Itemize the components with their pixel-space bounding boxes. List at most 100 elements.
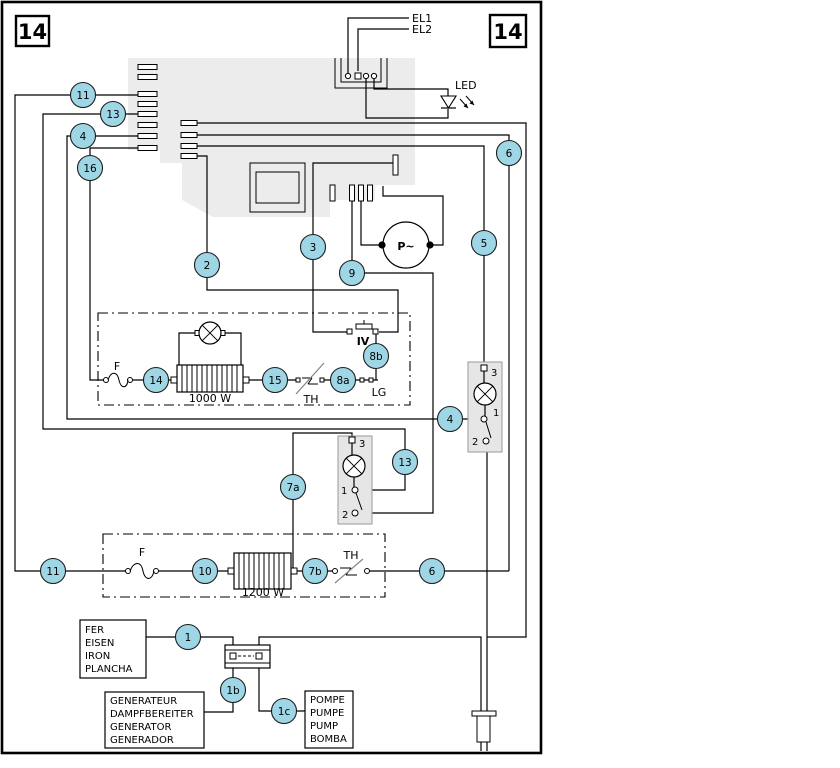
svg-text:7b: 7b bbox=[308, 566, 322, 578]
svg-text:16: 16 bbox=[83, 163, 97, 175]
boiler-switch: 3 1 2 bbox=[337, 435, 373, 525]
boiler-switch-terminal-3 bbox=[348, 436, 356, 444]
svg-text:6: 6 bbox=[429, 566, 436, 578]
boiler-lamp bbox=[194, 321, 226, 345]
pump-terminal-left bbox=[378, 241, 386, 249]
main-switch-label-2: 2 bbox=[472, 437, 478, 448]
generator-label-line4: GENERADOR bbox=[110, 735, 174, 746]
pcb-board bbox=[128, 58, 415, 217]
svg-text:2: 2 bbox=[204, 260, 211, 272]
svg-text:3: 3 bbox=[310, 242, 317, 254]
iron-label-line1: FER bbox=[85, 625, 104, 636]
el2-label: EL2 bbox=[412, 23, 432, 36]
mains-cable bbox=[471, 710, 497, 743]
ref-badge-9: 9 bbox=[338, 259, 366, 287]
svg-text:1c: 1c bbox=[278, 706, 291, 718]
el-connector bbox=[334, 58, 388, 89]
thermostat-upper-label: TH bbox=[303, 393, 319, 406]
heater-1000w-label: 1000 W bbox=[189, 392, 231, 405]
ref-badge-15: 15 bbox=[261, 366, 289, 394]
ref-badge-7a: 7a bbox=[279, 473, 307, 501]
fuse-upper-label: F bbox=[114, 360, 120, 373]
el1-label: EL1 bbox=[412, 12, 432, 25]
boiler-switch-label-2: 2 bbox=[342, 510, 348, 521]
ref-badge-11-bottom: 11 bbox=[39, 557, 67, 585]
pcb-relay bbox=[249, 162, 306, 213]
ref-badge-8a: 8a bbox=[329, 366, 357, 394]
svg-text:10: 10 bbox=[198, 566, 211, 578]
ref-badge-7b: 7b bbox=[301, 557, 329, 585]
led-symbol bbox=[440, 95, 475, 110]
ref-badge-13-mid: 13 bbox=[391, 448, 419, 476]
ref-badges: 11 13 4 16 2 3 9 5 6 14 15 8a 8b 4 13 7a… bbox=[39, 81, 523, 725]
main-switch-label-3: 3 bbox=[491, 368, 497, 379]
svg-text:9: 9 bbox=[349, 268, 356, 280]
boiler-heater-circuit: F 1000 W TH IV LG bbox=[103, 320, 387, 406]
fuse-upper bbox=[103, 372, 133, 388]
fuse-lower-label: F bbox=[139, 546, 145, 559]
svg-text:13: 13 bbox=[106, 109, 119, 121]
svg-text:7a: 7a bbox=[286, 482, 299, 494]
generator-label-line2: DAMPFBEREITER bbox=[110, 709, 194, 720]
fuse-lower bbox=[125, 563, 159, 579]
main-switch-terminal-3 bbox=[480, 364, 488, 372]
el-pin-4 bbox=[370, 72, 378, 80]
ref-badge-6-top: 6 bbox=[495, 139, 523, 167]
main-switch-label-1: 1 bbox=[493, 408, 499, 419]
ref-badge-4-top: 4 bbox=[69, 122, 97, 150]
pcb-bottom-pins bbox=[329, 154, 399, 202]
ref-badge-1: 1 bbox=[174, 623, 202, 651]
pcb-details bbox=[137, 58, 399, 213]
iron-connector-block bbox=[224, 644, 271, 669]
iron-label-line3: IRON bbox=[85, 651, 110, 662]
svg-text:1b: 1b bbox=[226, 685, 240, 697]
lg-label: LG bbox=[372, 386, 387, 399]
el-pin-1 bbox=[344, 72, 352, 80]
ref-badge-1c: 1c bbox=[270, 697, 298, 725]
main-switch-terminal-1 bbox=[480, 415, 488, 423]
heater-1000w bbox=[170, 364, 250, 393]
diagram-frame bbox=[0, 0, 543, 755]
generator-label-box: GENERATEUR DAMPFBEREITER GENERATOR GENER… bbox=[104, 691, 205, 749]
pump-terminal-right bbox=[426, 241, 434, 249]
pump-label-line1: POMPE bbox=[310, 695, 345, 706]
svg-text:5: 5 bbox=[481, 238, 488, 250]
main-switch-terminal-2 bbox=[482, 437, 490, 445]
iron-heater-circuit: F 1200 W TH bbox=[125, 546, 370, 599]
ref-badge-16: 16 bbox=[76, 154, 104, 182]
svg-text:6: 6 bbox=[506, 148, 513, 160]
ref-badge-5: 5 bbox=[470, 229, 498, 257]
ref-badge-13-top: 13 bbox=[99, 100, 127, 128]
main-switch: 3 1 2 bbox=[467, 361, 503, 453]
svg-text:13: 13 bbox=[398, 457, 411, 469]
pcb-tab-column-inner bbox=[180, 120, 198, 159]
ref-badge-1b: 1b bbox=[219, 676, 247, 704]
ref-badge-10: 10 bbox=[191, 557, 219, 585]
page-number-left: 14 bbox=[14, 14, 51, 48]
page-number-right: 14 bbox=[488, 13, 528, 49]
heater-1200w-label: 1200 W bbox=[242, 586, 284, 599]
thermostat-lower-label: TH bbox=[343, 549, 359, 562]
ref-badge-4-mid: 4 bbox=[436, 405, 464, 433]
svg-text:14: 14 bbox=[149, 375, 163, 387]
ref-badge-2: 2 bbox=[193, 251, 221, 279]
svg-text:8a: 8a bbox=[336, 375, 349, 387]
generator-label-line1: GENERATEUR bbox=[110, 696, 177, 707]
svg-text:4: 4 bbox=[80, 131, 87, 143]
boiler-switch-terminal-1 bbox=[351, 486, 359, 494]
el-pin-2 bbox=[354, 72, 362, 80]
svg-text:15: 15 bbox=[268, 375, 281, 387]
pump-label-line4: BOMBA bbox=[310, 734, 347, 745]
pump-motor-label: P~ bbox=[397, 240, 414, 253]
lg-terminals bbox=[359, 377, 374, 383]
heater-1200w bbox=[227, 552, 298, 590]
generator-label-line3: GENERATOR bbox=[110, 722, 171, 733]
page-number-left-text: 14 bbox=[18, 20, 47, 44]
pump-label-line2: PUMPE bbox=[310, 708, 344, 719]
thermostat-lower bbox=[332, 558, 370, 584]
iron-label-line4: PLANCHA bbox=[85, 664, 133, 675]
svg-text:11: 11 bbox=[76, 90, 89, 102]
svg-text:4: 4 bbox=[447, 414, 454, 426]
iv-switch bbox=[346, 320, 379, 335]
iron-heater-dashed-box bbox=[102, 533, 386, 598]
